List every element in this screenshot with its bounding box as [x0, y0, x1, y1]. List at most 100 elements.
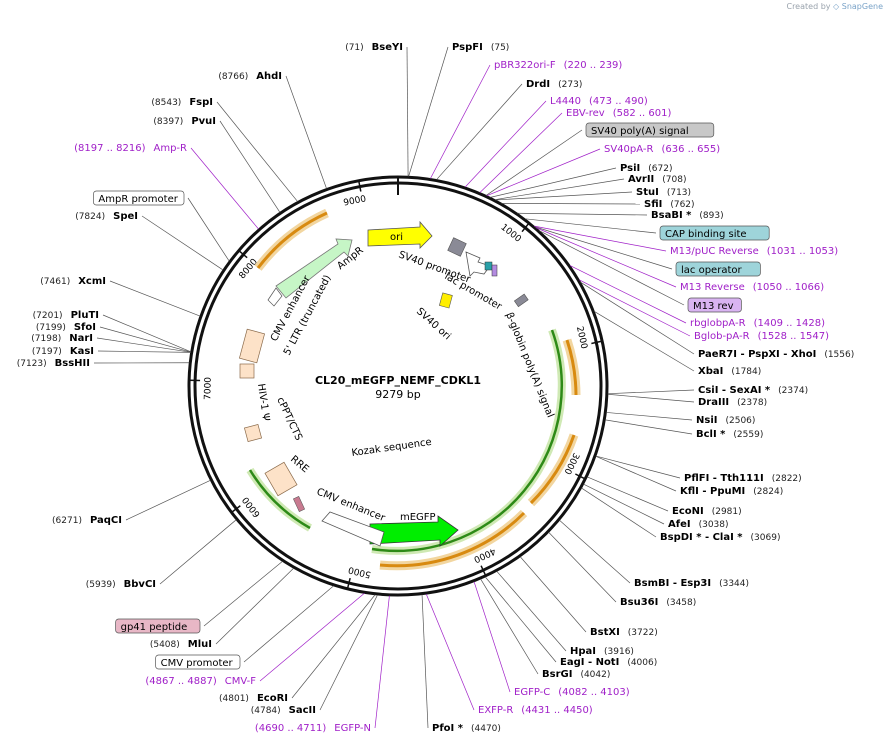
site-label-stui[interactable]: StuI(713) — [636, 187, 691, 198]
primer-label-pbr322ori-f[interactable]: pBR322ori-F(220 .. 239) — [494, 60, 622, 71]
site-label-pspfi[interactable]: PspFI(75) — [452, 42, 509, 53]
leader-line — [496, 571, 567, 652]
map-title: CL20_mEGFP_NEMF_CDKL1 — [315, 374, 481, 387]
sv40-ori-small-block — [438, 292, 453, 309]
primer-label-egfp-c[interactable]: EGFP-C(4082 .. 4103) — [514, 687, 630, 698]
primer-label-exfp-r[interactable]: EXFP-R(4431 .. 4450) — [478, 705, 593, 716]
primer-label-rbglobpa-r[interactable]: rbglobpA-R(1409 .. 1428) — [690, 318, 825, 329]
site-label-bbvci[interactable]: (5939)BbvCI — [86, 579, 156, 590]
site-label-sfii[interactable]: SfiI(762) — [644, 199, 695, 210]
site-label-pflfi-tth111i[interactable]: PflFI - Tth111I(2822) — [684, 473, 802, 484]
site-label-econi[interactable]: EcoNI(2981) — [672, 506, 742, 517]
site-label-bsrgi[interactable]: BsrGI(4042) — [542, 669, 610, 680]
tick-label: 2000 — [574, 326, 589, 351]
site-label-nari[interactable]: (7198)NarI — [31, 333, 93, 344]
globin-outer-arc — [565, 339, 578, 396]
feature-label-cap-binding-site[interactable]: CAP binding site — [665, 229, 747, 240]
feature-label-lac-operator[interactable]: lac operator — [681, 265, 742, 276]
site-label-mlui[interactable]: (5408)MluI — [150, 639, 212, 650]
site-label-pluti[interactable]: (7201)PluTI — [33, 310, 99, 321]
site-label-kfli-ppumi[interactable]: KflI - PpuMI(2824) — [680, 486, 783, 497]
site-label-xcmi[interactable]: (7461)XcmI — [40, 276, 106, 287]
leader-line — [494, 178, 625, 201]
site-label-bsu36i[interactable]: Bsu36I(3458) — [620, 597, 696, 608]
site-label-kasi[interactable]: (7197)KasI — [32, 346, 94, 357]
feature-box-m13-rev[interactable] — [687, 297, 742, 313]
primer-label-cmv-f[interactable]: (4867 .. 4887)CMV-F — [145, 676, 256, 687]
site-label-avrii[interactable]: AvrII(708) — [628, 174, 686, 185]
site-label-bseyi[interactable]: (71)BseYI — [345, 42, 403, 53]
feature-label-ampr-promoter[interactable]: AmpR promoter — [98, 194, 178, 205]
site-label-bsabi[interactable]: BsaBI *(893) — [651, 210, 724, 221]
leader-line — [159, 519, 237, 585]
feature-box-sv40-poly-a-signal[interactable] — [585, 122, 715, 138]
site-label-ecori[interactable]: (4801)EcoRI — [219, 693, 288, 704]
leader-line — [607, 393, 695, 403]
leader-line — [216, 101, 298, 202]
primer-label-m13-reverse[interactable]: M13 Reverse(1050 .. 1066) — [680, 282, 824, 293]
site-label-sacii[interactable]: (4784)SacII — [251, 705, 316, 716]
leader-line — [425, 593, 475, 711]
site-label-bsshii[interactable]: (7123)BssHII — [17, 358, 90, 369]
site-label-sfoi[interactable]: (7199)SfoI — [36, 322, 96, 333]
site-label-bstxi[interactable]: BstXI(3722) — [590, 627, 658, 638]
feature-label-sv40-poly-a-signal[interactable]: SV40 poly(A) signal — [591, 126, 689, 137]
inner-cds-arcs — [246, 328, 566, 555]
site-label-bcli[interactable]: BclI *(2559) — [696, 429, 763, 440]
feature-label-hiv-psi[interactable]: HIV-1 Ψ — [255, 383, 271, 422]
feature-box-cap-binding-site[interactable] — [659, 225, 770, 241]
feature-box-ampr-promoter[interactable] — [93, 190, 185, 206]
site-label-drdi[interactable]: DrdI(273) — [526, 79, 582, 90]
leader-line — [374, 595, 390, 729]
site-label-paer7i-pspxi-xhoi[interactable]: PaeR7I - PspXI - XhoI(1556) — [698, 349, 854, 360]
site-label-psii[interactable]: PsiI(672) — [620, 163, 672, 174]
feature-label-gp41-peptide[interactable]: gp41 peptide — [121, 622, 188, 633]
feature-label-kozak[interactable]: Kozak sequence — [351, 437, 432, 459]
tick-mark — [346, 577, 351, 589]
site-label-eagi-noti[interactable]: EagI - NotI(4006) — [560, 657, 657, 668]
feature-label-sv40-ori[interactable]: SV40 ori — [414, 306, 453, 342]
primer-label-ebv-rev[interactable]: EBV-rev(582 .. 601) — [566, 108, 671, 119]
primer-label-amp-r[interactable]: (8197 .. 8216)Amp-R — [74, 143, 187, 154]
leader-line — [285, 75, 327, 189]
primer-label-egfp-n[interactable]: (4690 .. 4711)EGFP-N — [255, 723, 371, 734]
feature-box-lac-operator[interactable] — [675, 261, 761, 277]
leader-line — [595, 455, 681, 479]
feature-label-cmv-promoter[interactable]: CMV promoter — [161, 658, 234, 669]
feature-box-cmv-promoter[interactable] — [155, 654, 241, 670]
feature-label-m13-rev[interactable]: M13 rev — [693, 301, 734, 312]
leader-line — [319, 594, 378, 711]
feature-box-gp41-peptide[interactable] — [115, 618, 201, 634]
leader-line — [594, 311, 695, 372]
site-label-pvui[interactable]: (8397)PvuI — [153, 116, 216, 127]
site-label-hpai[interactable]: HpaI(3916) — [570, 646, 634, 657]
feature-label-cppt[interactable]: cPPT/CTS — [274, 396, 304, 443]
primer-label-m13-puc-reverse[interactable]: M13/pUC Reverse(1031 .. 1053) — [670, 246, 838, 257]
site-label-fspi[interactable]: (8543)FspI — [151, 97, 213, 108]
feature-label-rre[interactable]: RRE — [288, 454, 311, 475]
site-label-nsii[interactable]: NsiI(2506) — [696, 415, 755, 426]
site-label-bspdi-clai[interactable]: BspDI * - ClaI *(3069) — [660, 532, 780, 543]
site-label-paqci[interactable]: (6271)PaqCI — [52, 515, 122, 526]
site-label-afei[interactable]: AfeI(3038) — [668, 519, 729, 530]
site-label-xbai[interactable]: XbaI(1784) — [698, 366, 761, 377]
primer-label-bglob-pa-r[interactable]: Bglob-pA-R(1528 .. 1547) — [694, 331, 829, 342]
site-label-bsmbi-esp3i[interactable]: BsmBI - Esp3I(3344) — [634, 578, 749, 589]
primer-label-l4440[interactable]: L4440(473 .. 490) — [550, 96, 648, 107]
feature-label-lac-promoter[interactable]: lac promoter — [443, 271, 505, 313]
site-label-csii-sexai[interactable]: CsiI - SexAI *(2374) — [698, 385, 808, 396]
site-label-ahdi[interactable]: (8766)AhdI — [218, 71, 282, 82]
leader-line — [525, 218, 657, 234]
site-label-draiii[interactable]: DraIII(2378) — [698, 397, 767, 408]
tick-mark — [231, 505, 241, 514]
leader-line — [430, 64, 491, 179]
feature-label-megfp[interactable]: mEGFP — [400, 512, 436, 523]
feature-label-beta-globin-polya[interactable]: β-globin poly(A) signal — [503, 311, 555, 419]
site-label-spei[interactable]: (7824)SpeI — [75, 211, 138, 222]
rre-block — [264, 461, 298, 497]
tick-mark — [480, 565, 487, 577]
site-label-pfoi[interactable]: PfoI *(4470) — [432, 723, 501, 734]
feature-label-ori[interactable]: ori — [390, 232, 403, 243]
leader-line — [473, 581, 511, 693]
primer-label-sv40pa-r[interactable]: SV40pA-R(636 .. 655) — [604, 144, 720, 155]
